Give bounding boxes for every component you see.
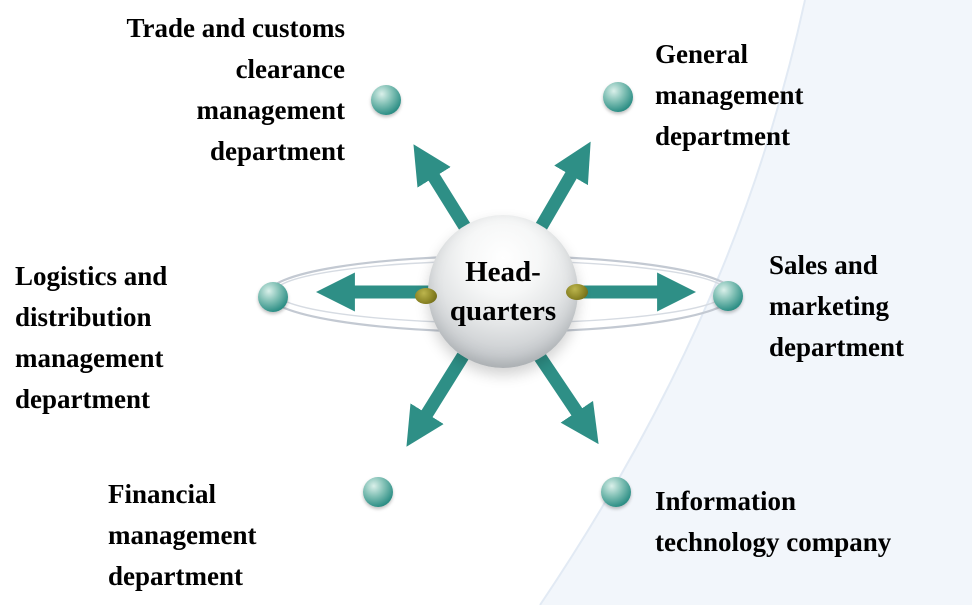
swoosh-shape — [540, 0, 972, 605]
arrow-to-financial — [406, 352, 469, 447]
ring-joint-right-icon — [566, 284, 588, 300]
ring-joint-left-icon — [415, 288, 437, 304]
label-trade-customs-clearance: Trade and customs clearance management d… — [126, 13, 345, 166]
node-dot-general-management — [603, 82, 633, 112]
node-dot-logistics — [258, 282, 288, 312]
node-dot-sales-marketing — [713, 281, 743, 311]
node-dot-trade-customs — [371, 85, 401, 115]
arrow-to-information-technology — [534, 353, 599, 445]
label-financial-management: Financial management department — [108, 479, 257, 591]
node-dot-financial — [363, 477, 393, 507]
node-dot-information-technology — [601, 477, 631, 507]
headquarters-node: Head- quarters — [428, 215, 578, 368]
label-information-technology: Information technology company — [655, 486, 892, 557]
headquarters-label: Head- quarters — [449, 255, 557, 327]
label-general-management: General management department — [655, 39, 804, 151]
swoosh-edge-line — [539, 0, 806, 605]
arrow-to-general-management — [535, 141, 591, 231]
label-logistics-distribution: Logistics and distribution management de… — [15, 261, 168, 414]
label-sales-marketing: Sales and marketing department — [769, 250, 904, 362]
arrow-to-trade-customs — [413, 144, 471, 231]
